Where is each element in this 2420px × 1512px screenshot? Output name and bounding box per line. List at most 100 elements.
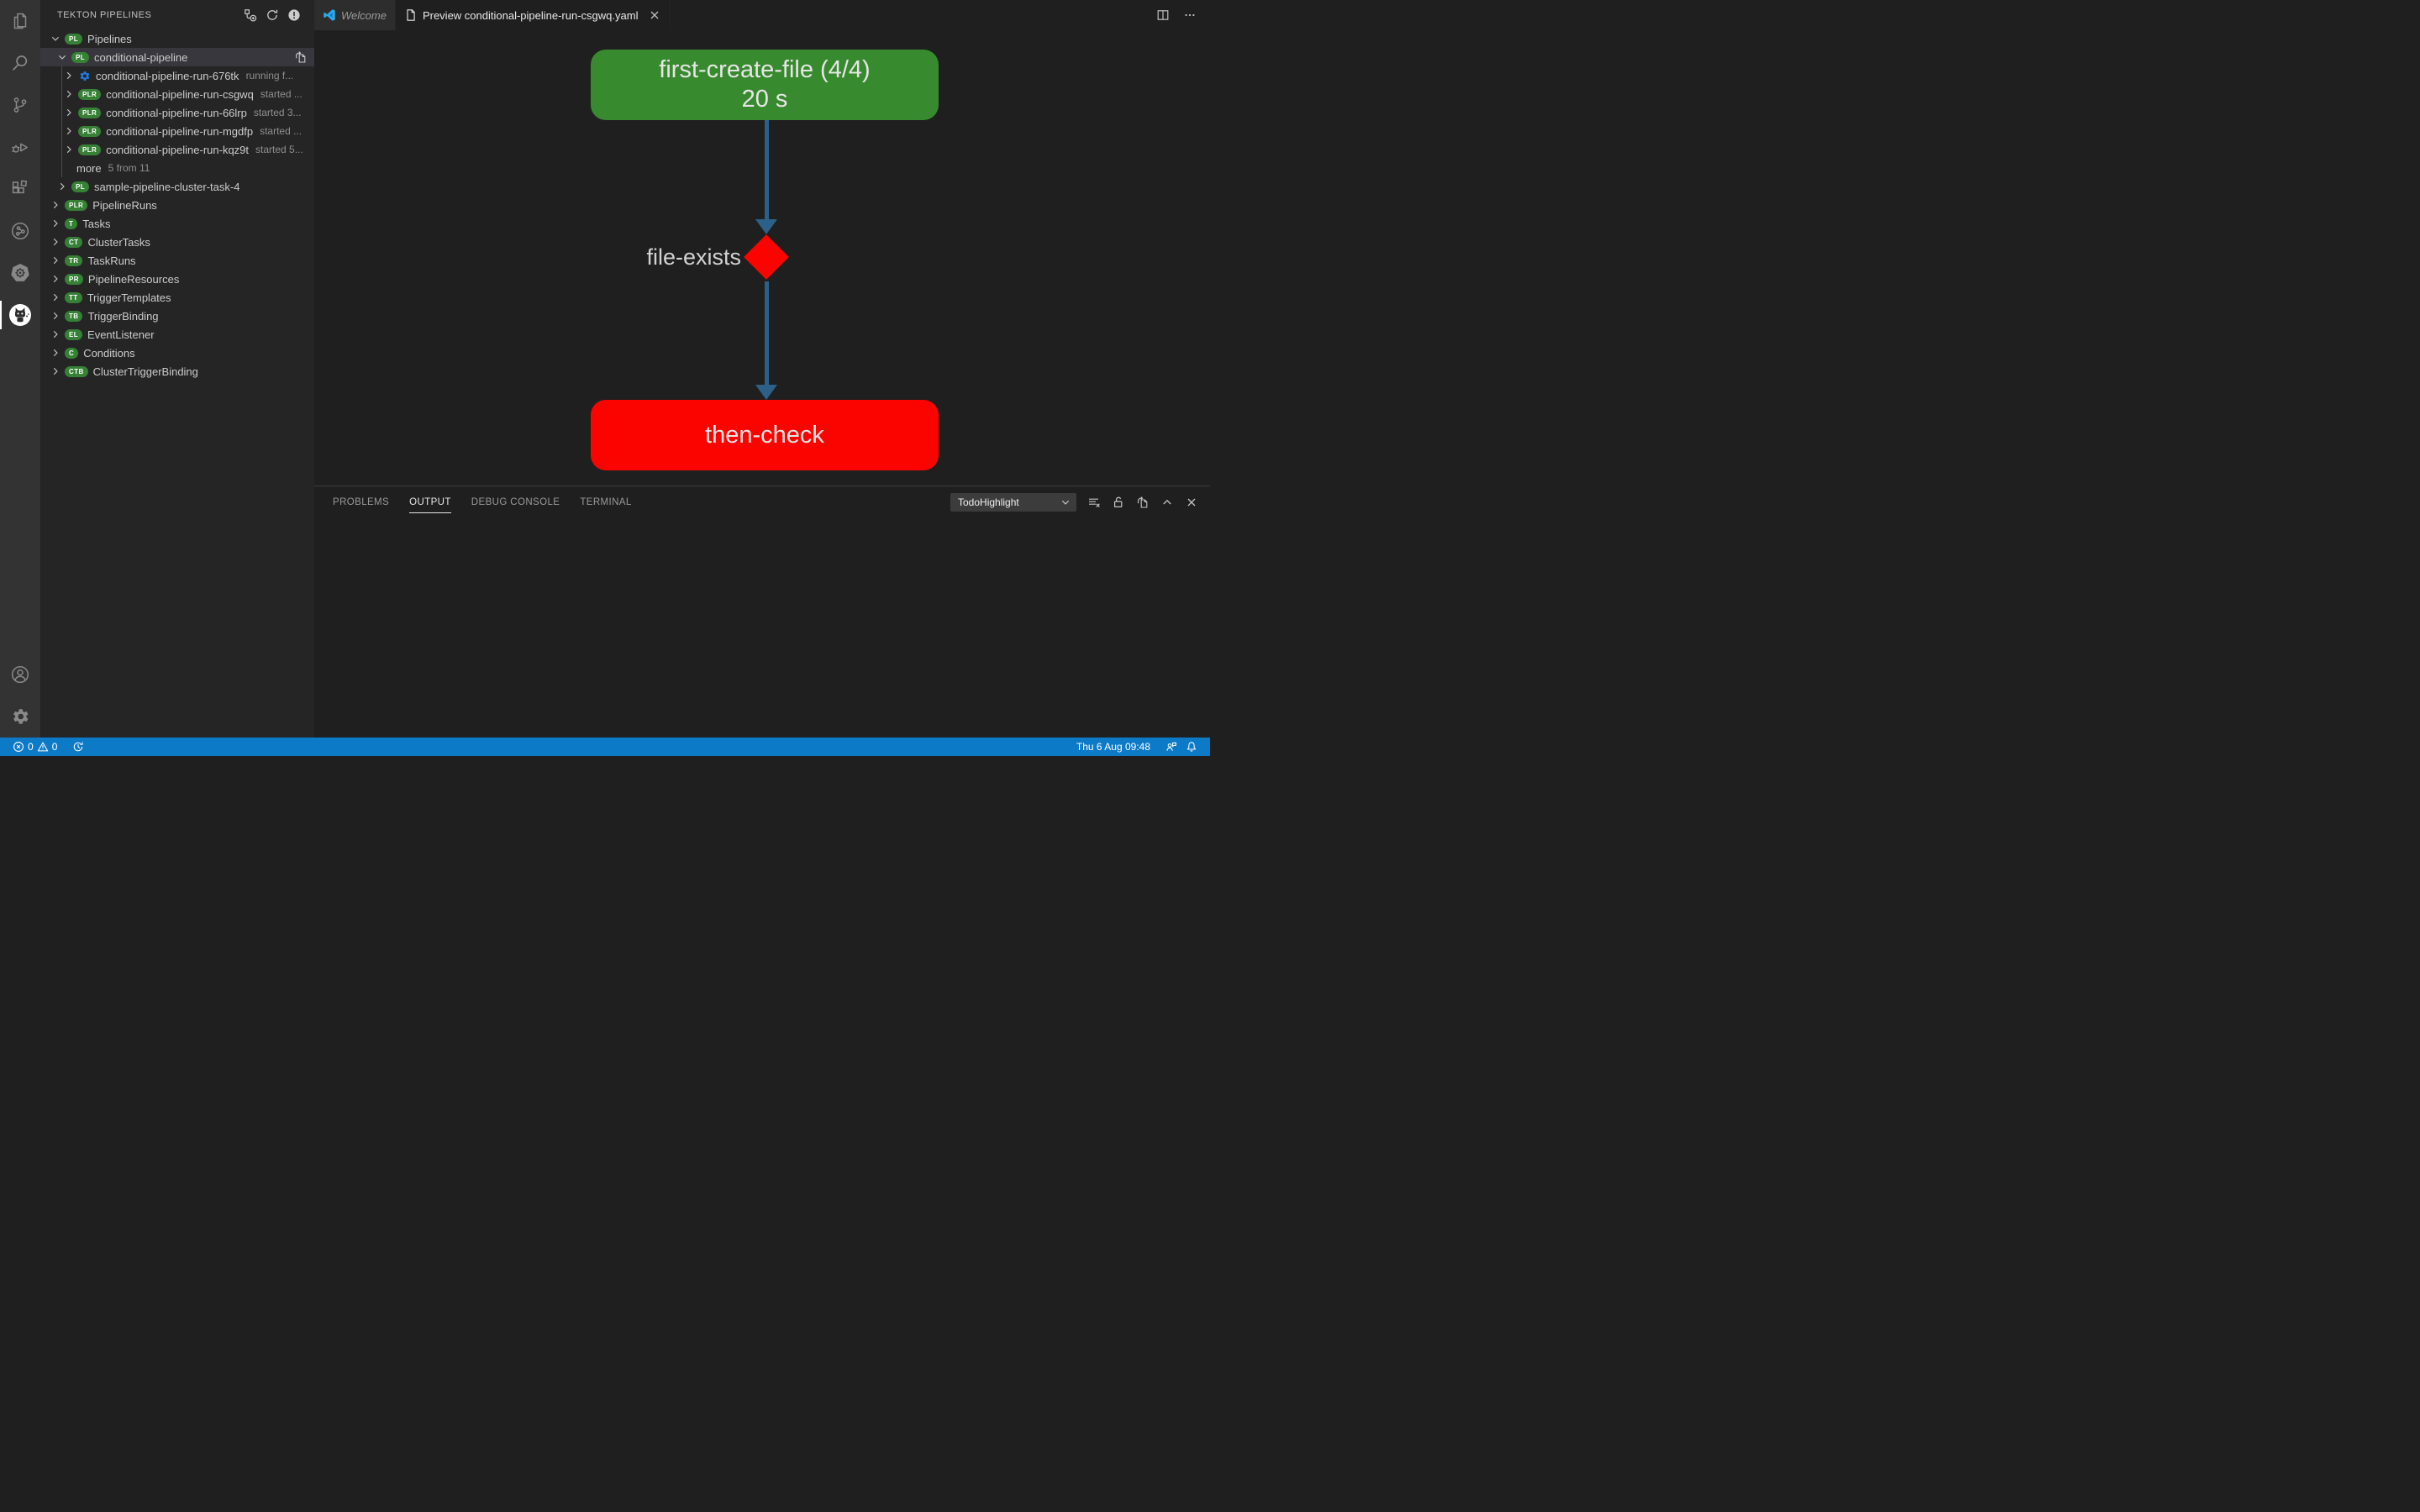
open-preview-button[interactable] <box>294 50 308 64</box>
tree-item-label: sample-pipeline-cluster-task-4 <box>94 180 240 193</box>
feedback-status[interactable] <box>1161 738 1181 756</box>
problems-status[interactable]: 0 0 <box>8 738 61 756</box>
warning-count: 0 <box>51 741 58 753</box>
activity-bar-bottom <box>0 654 40 738</box>
tree-item-label: Pipelines <box>87 32 132 45</box>
panel-tab-output[interactable]: OUTPUT <box>409 486 451 518</box>
chevron-right-icon[interactable] <box>49 198 62 212</box>
chevron-right-icon[interactable] <box>49 254 62 267</box>
tree-item-label: TriggerTemplates <box>87 291 171 304</box>
activity-item-explorer[interactable] <box>0 0 40 42</box>
panel-tabs: PROBLEMS OUTPUT DEBUG CONSOLE TERMINAL <box>333 486 632 518</box>
chevron-right-icon[interactable] <box>49 217 62 230</box>
panel-controls: TodoHighlight <box>950 493 1198 512</box>
report-issue-button[interactable] <box>287 8 301 22</box>
activity-item-resource-graph[interactable] <box>0 210 40 252</box>
chevron-right-icon[interactable] <box>49 328 62 341</box>
add-trigger-button[interactable] <box>244 8 257 22</box>
kubernetes-icon <box>10 263 30 283</box>
kind-badge: PR <box>65 273 83 285</box>
sidebar-title: TEKTON PIPELINES <box>57 9 152 20</box>
activity-item-search[interactable] <box>0 42 40 84</box>
diagram-node-first-create-file[interactable]: first-create-file (4/4) 20 s <box>591 50 939 120</box>
datetime-text: Thu 6 Aug 09:48 <box>1076 741 1150 753</box>
clear-output-button[interactable] <box>1087 496 1101 509</box>
notifications-status[interactable] <box>1181 738 1202 756</box>
warning-icon <box>37 741 49 753</box>
chevron-right-icon[interactable] <box>49 291 62 304</box>
kind-badge: PLR <box>78 107 102 118</box>
activity-item-source-control[interactable] <box>0 84 40 126</box>
chevron-right-icon[interactable] <box>55 180 69 193</box>
tree-item-description: started 5... <box>255 144 303 155</box>
output-channel-select[interactable]: TodoHighlight <box>950 493 1076 512</box>
activity-item-settings[interactable] <box>0 696 40 738</box>
chevron-down-icon[interactable] <box>49 32 62 45</box>
indent-guide <box>61 159 62 177</box>
status-bar: 0 0 Thu 6 Aug 09:48 <box>0 738 1210 756</box>
diagram-arrowhead <box>755 385 777 400</box>
error-count: 0 <box>28 741 34 753</box>
close-panel-button[interactable] <box>1185 496 1198 509</box>
diagram-node-then-check[interactable]: then-check <box>591 400 939 470</box>
activity-item-accounts[interactable] <box>0 654 40 696</box>
panel-tab-problems[interactable]: PROBLEMS <box>333 497 390 507</box>
history-status[interactable] <box>68 738 88 756</box>
close-tab-icon[interactable] <box>648 8 661 22</box>
datetime-status[interactable]: Thu 6 Aug 09:48 <box>1072 738 1155 756</box>
tree-item-sample-pipeline-cluster-task-4[interactable]: PL sample-pipeline-cluster-task-4 <box>40 177 314 196</box>
chevron-right-icon[interactable] <box>49 365 62 378</box>
tree-item-label: conditional-pipeline-run-csgwq <box>106 87 254 101</box>
bell-icon <box>1186 741 1197 753</box>
output-panel-body <box>314 518 1210 738</box>
chevron-right-icon[interactable] <box>49 235 62 249</box>
activity-item-extensions[interactable] <box>0 168 40 210</box>
split-editor-button[interactable] <box>1156 8 1170 22</box>
chevron-right-icon[interactable] <box>49 272 62 286</box>
more-actions-button[interactable] <box>1183 8 1197 22</box>
tree-item-description: 5 from 11 <box>108 162 150 174</box>
unlock-scroll-button[interactable] <box>1112 496 1125 509</box>
activity-item-run-debug[interactable] <box>0 126 40 168</box>
chevron-right-icon[interactable] <box>62 143 76 156</box>
tab-welcome[interactable]: Welcome <box>314 0 396 30</box>
maximize-panel-button[interactable] <box>1160 496 1174 509</box>
panel-tab-debug-console[interactable]: DEBUG CONSOLE <box>471 497 560 507</box>
diagram-edge <box>765 120 769 219</box>
chevron-right-icon[interactable] <box>49 309 62 323</box>
panel-tab-terminal[interactable]: TERMINAL <box>580 497 632 507</box>
activity-item-tekton-pipelines[interactable] <box>0 294 40 336</box>
chevron-right-icon[interactable] <box>62 69 76 82</box>
kind-badge: PL <box>71 181 90 192</box>
chevron-right-icon[interactable] <box>62 106 76 119</box>
statusbar-right: Thu 6 Aug 09:48 <box>1072 738 1202 756</box>
diagram-condition-diamond[interactable] <box>744 234 789 280</box>
activity-item-kubernetes[interactable] <box>0 252 40 294</box>
tab-preview-yaml[interactable]: Preview conditional-pipeline-run-csgwq.y… <box>395 0 671 30</box>
chevron-right-icon[interactable] <box>49 346 62 360</box>
kind-badge: PLR <box>78 88 102 100</box>
open-output-in-editor-button[interactable] <box>1136 496 1150 509</box>
chevron-right-icon[interactable] <box>62 87 76 101</box>
refresh-button[interactable] <box>266 8 279 22</box>
chevron-right-icon[interactable] <box>62 124 76 138</box>
chevron-down-icon[interactable] <box>55 50 69 64</box>
